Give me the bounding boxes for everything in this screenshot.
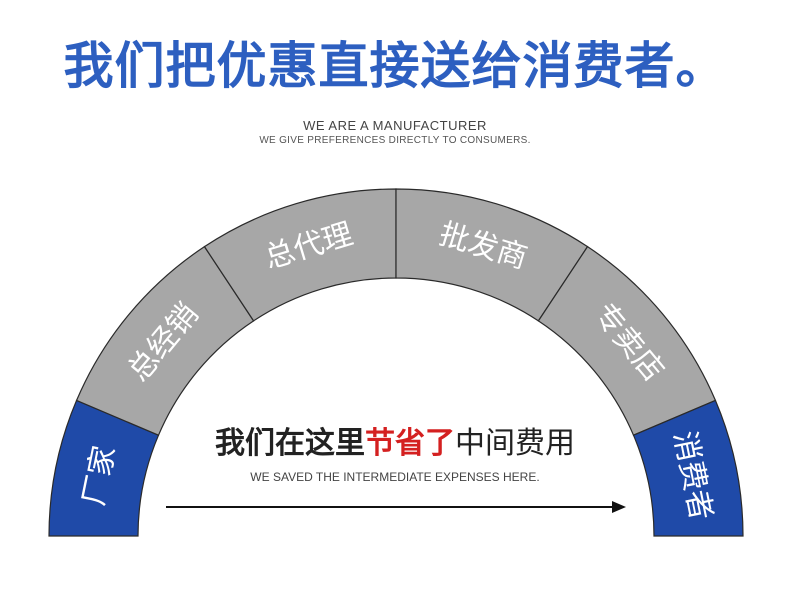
inner-subtitle: WE SAVED THE INTERMEDIATE EXPENSES HERE.: [250, 470, 540, 484]
inner-title: 我们在这里节省了中间费用: [0, 424, 790, 464]
savings-arrow: [166, 501, 626, 513]
arc-segment-6: [632, 399, 744, 537]
subtitle-en-small: WE GIVE PREFERENCES DIRECTLY TO CONSUMER…: [259, 135, 531, 146]
headline: 我们把优惠直接送给消费者。: [63, 37, 727, 95]
inner-title-part1: 我们在这里: [215, 426, 365, 461]
inner-title-highlight: 节省了: [365, 426, 455, 461]
subtitle-en: WE ARE A MANUFACTURER: [303, 118, 487, 133]
inner-title-part3: 中间费用: [455, 426, 575, 461]
